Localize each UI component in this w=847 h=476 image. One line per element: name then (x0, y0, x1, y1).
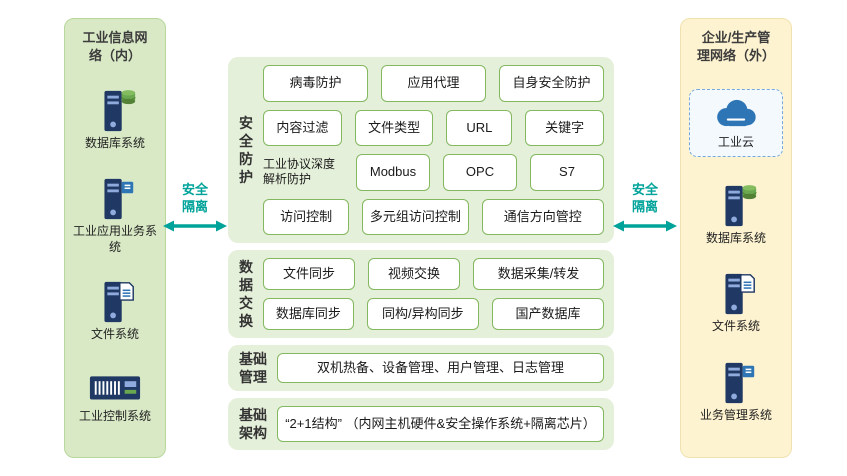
server-file-icon (725, 274, 755, 315)
section-label: 基础架构 (239, 406, 267, 441)
section-security-protection: 安全防护 病毒防护 应用代理 自身安全防护 内容过滤 文件类型 URL 关键字 … (228, 57, 614, 243)
double-arrow-icon (163, 220, 227, 232)
section-content: 文件同步 视频交换 数据采集/转发 数据库同步 同构/异构同步 国产数据库 (263, 258, 604, 330)
section-content: “2+1结构” （内网主机硬件&安全操作系统+隔离芯片） (277, 406, 604, 442)
feature-box: 多元组访问控制 (362, 198, 469, 235)
list-item: 业务管理系统 (700, 360, 772, 424)
feature-row: 文件同步 视频交换 数据采集/转发 (263, 258, 604, 290)
industrial-cloud-box: 工业云 (689, 89, 783, 158)
isolation-label: 安全隔离 (631, 182, 658, 214)
double-arrow-icon (613, 220, 677, 232)
feature-box: 应用代理 (381, 65, 486, 102)
feature-box: S7 (530, 154, 604, 191)
cloud-label: 工业云 (717, 135, 754, 150)
section-data-exchange: 数据交换 文件同步 视频交换 数据采集/转发 数据库同步 同构/异构同步 国产数… (228, 250, 614, 338)
section-basic-management: 基础管理 双机热备、设备管理、用户管理、日志管理 (228, 345, 614, 391)
feature-box: 同构/异构同步 (366, 298, 479, 330)
internal-network-items: 数据库系统 工业应用业务系统 (69, 64, 161, 449)
section-label: 基础管理 (239, 350, 267, 385)
feature-box: 文件同步 (263, 258, 355, 290)
feature-box: “2+1结构” （内网主机硬件&安全操作系统+隔离芯片） (277, 406, 604, 442)
feature-row: 访问控制 多元组访问控制 通信方向管控 (263, 198, 604, 235)
list-item-label: 工业控制系统 (78, 409, 151, 424)
internal-network-title: 工业信息网络（内） (82, 30, 148, 63)
feature-box: OPC (443, 154, 517, 191)
feature-row: 病毒防护 应用代理 自身安全防护 (263, 65, 604, 102)
list-item-label: 业务管理系统 (699, 408, 772, 423)
list-item-label: 文件系统 (711, 319, 760, 334)
external-network-items: 工业云 数据库系统 (685, 64, 787, 449)
feature-box: Modbus (356, 154, 430, 191)
feature-box: 双机热备、设备管理、用户管理、日志管理 (277, 353, 604, 383)
panel-external-network: 企业/生产管理网络（外） 工业云 (680, 18, 792, 458)
feature-box: 数据库同步 (263, 298, 354, 330)
feature-box: URL (446, 109, 513, 146)
feature-box: 访问控制 (263, 198, 350, 235)
section-label: 安全防护 (239, 114, 253, 186)
list-item-label: 文件系统 (90, 327, 139, 342)
panel-internal-network: 工业信息网络（内） 数据库系统 (64, 18, 166, 458)
section-content: 病毒防护 应用代理 自身安全防护 内容过滤 文件类型 URL 关键字 工业协议深… (263, 65, 604, 235)
server-file-icon (104, 282, 134, 323)
section-label: 数据交换 (239, 258, 253, 330)
feature-box: 病毒防护 (263, 65, 368, 102)
feature-box: 关键字 (525, 109, 604, 146)
list-item: 工业控制系统 (79, 367, 151, 425)
cloud-icon (717, 100, 756, 127)
protocol-parse-label: 工业协议深度解析防护 (263, 156, 336, 187)
feature-row: 双机热备、设备管理、用户管理、日志管理 (277, 353, 604, 383)
external-network-title: 企业/生产管理网络（外） (697, 30, 776, 63)
list-item: 数据库系统 (85, 88, 145, 152)
feature-box: 国产数据库 (491, 298, 604, 330)
isolation-connector-right: 安全隔离 (613, 182, 677, 233)
plc-icon (89, 376, 141, 400)
gateway-function-stack: 安全防护 病毒防护 应用代理 自身安全防护 内容过滤 文件类型 URL 关键字 … (228, 57, 614, 450)
list-item-label: 数据库系统 (84, 136, 145, 151)
list-item-label: 工业应用业务系统 (73, 224, 158, 254)
feature-row: 数据库同步 同构/异构同步 国产数据库 (263, 298, 604, 330)
feature-box: 文件类型 (354, 109, 434, 146)
list-item-label: 数据库系统 (705, 230, 766, 245)
server-database-icon (104, 90, 136, 132)
isolation-connector-left: 安全隔离 (163, 182, 227, 233)
feature-box: 自身安全防护 (499, 65, 604, 102)
list-item: 文件系统 (91, 279, 139, 343)
feature-box: 通信方向管控 (481, 198, 604, 235)
feature-row: “2+1结构” （内网主机硬件&安全操作系统+隔离芯片） (277, 406, 604, 442)
server-icon (104, 178, 134, 220)
isolation-label: 安全隔离 (181, 182, 208, 214)
feature-box: 视频交换 (368, 258, 460, 290)
server-icon (725, 363, 755, 404)
section-content: 双机热备、设备管理、用户管理、日志管理 (277, 353, 604, 383)
feature-box: 数据采集/转发 (473, 258, 604, 290)
feature-row: 内容过滤 文件类型 URL 关键字 (263, 109, 604, 146)
feature-row: 工业协议深度解析防护 Modbus OPC S7 (263, 154, 604, 191)
server-database-icon (725, 184, 757, 226)
section-basic-architecture: 基础架构 “2+1结构” （内网主机硬件&安全操作系统+隔离芯片） (228, 398, 614, 450)
list-item: 文件系统 (712, 271, 760, 335)
list-item: 数据库系统 (706, 183, 766, 247)
list-item: 工业应用业务系统 (73, 176, 157, 255)
feature-box: 内容过滤 (263, 109, 342, 146)
